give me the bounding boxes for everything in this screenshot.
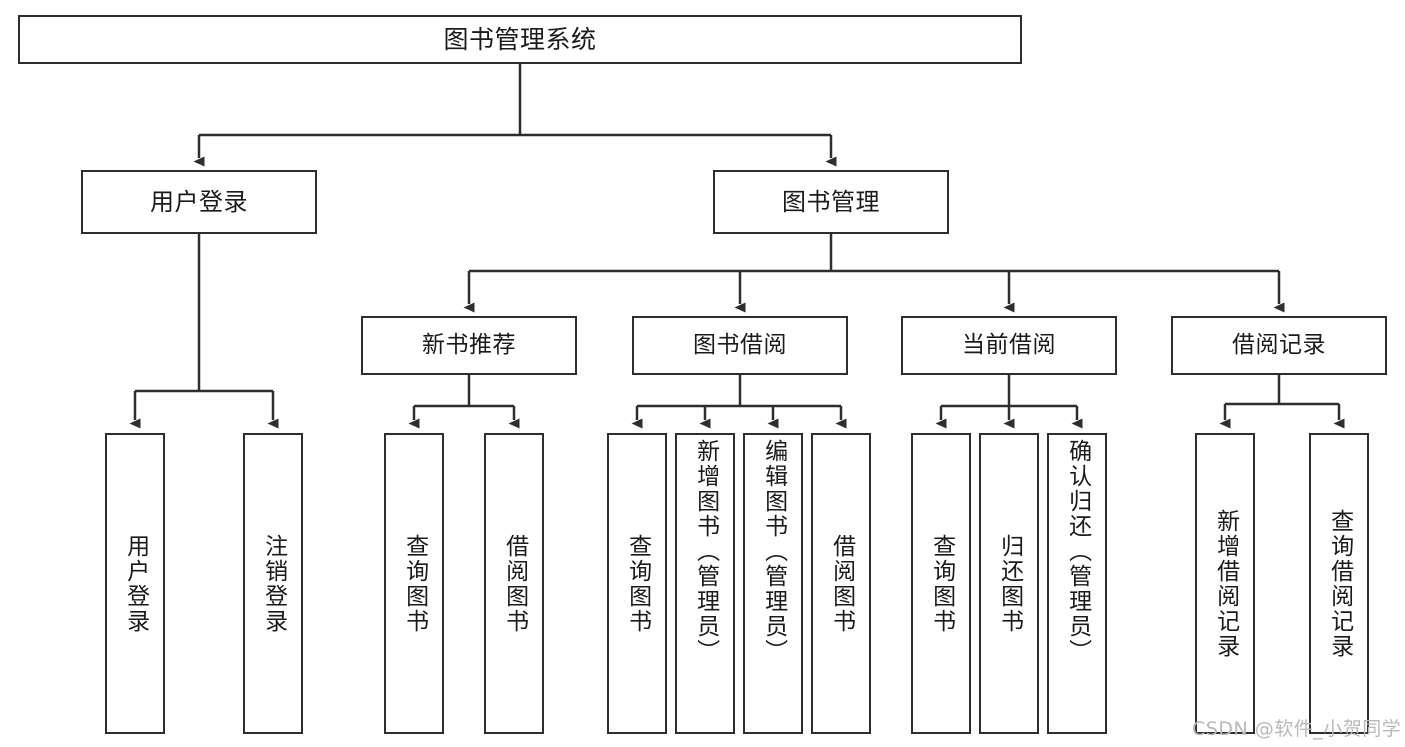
node-root-system[interactable]: 图书管理系统 xyxy=(18,15,1022,64)
node-label: 图书管理 xyxy=(782,187,880,216)
leaf-edit-book-admin[interactable]: 编辑图书（管理员） xyxy=(743,433,803,734)
node-label: 借阅图书 xyxy=(828,533,855,634)
csdn-watermark: CSDN @软件_小贺同学 xyxy=(1192,718,1402,740)
leaf-logout[interactable]: 注销登录 xyxy=(243,433,303,734)
leaf-borrow-book-new[interactable]: 借阅图书 xyxy=(484,433,544,734)
node-label: 归还图书 xyxy=(996,533,1023,634)
node-book-borrow[interactable]: 图书借阅 xyxy=(632,316,848,375)
node-borrow-record[interactable]: 借阅记录 xyxy=(1171,316,1387,375)
node-label: 新增图书（管理员） xyxy=(692,439,719,664)
node-label: 编辑图书（管理员） xyxy=(760,439,787,664)
leaf-confirm-return-admin[interactable]: 确认归还（管理员） xyxy=(1047,433,1107,734)
node-label: 借阅记录 xyxy=(1232,331,1326,358)
leaf-return-book[interactable]: 归还图书 xyxy=(979,433,1039,734)
leaf-query-book-current[interactable]: 查询图书 xyxy=(911,433,971,734)
node-label: 确认归还（管理员） xyxy=(1064,439,1091,664)
node-label: 当前借阅 xyxy=(962,331,1056,358)
node-label: 查询图书 xyxy=(928,533,955,634)
leaf-query-book-borrow[interactable]: 查询图书 xyxy=(607,433,667,734)
node-book-management[interactable]: 图书管理 xyxy=(713,170,949,234)
leaf-query-book-new[interactable]: 查询图书 xyxy=(384,433,444,734)
leaf-user-login[interactable]: 用户登录 xyxy=(105,433,165,734)
node-label: 借阅图书 xyxy=(501,533,528,634)
node-label: 注销登录 xyxy=(260,533,287,634)
node-new-book-recommend[interactable]: 新书推荐 xyxy=(361,316,577,375)
node-label: 用户登录 xyxy=(122,533,149,634)
leaf-query-borrow-record[interactable]: 查询借阅记录 xyxy=(1309,433,1369,734)
node-label: 新书推荐 xyxy=(422,331,516,358)
leaf-borrow-book[interactable]: 借阅图书 xyxy=(811,433,871,734)
leaf-add-borrow-record[interactable]: 新增借阅记录 xyxy=(1195,433,1255,734)
node-current-borrow[interactable]: 当前借阅 xyxy=(901,316,1117,375)
node-label: 查询图书 xyxy=(624,533,651,634)
leaf-add-book-admin[interactable]: 新增图书（管理员） xyxy=(675,433,735,734)
node-label: 查询借阅记录 xyxy=(1326,508,1353,659)
node-user-login[interactable]: 用户登录 xyxy=(81,170,317,234)
node-label: 用户登录 xyxy=(150,187,248,216)
node-label: 新增借阅记录 xyxy=(1212,508,1239,659)
node-label: 图书借阅 xyxy=(693,331,787,358)
node-label: 查询图书 xyxy=(401,533,428,634)
node-label: 图书管理系统 xyxy=(443,24,597,54)
